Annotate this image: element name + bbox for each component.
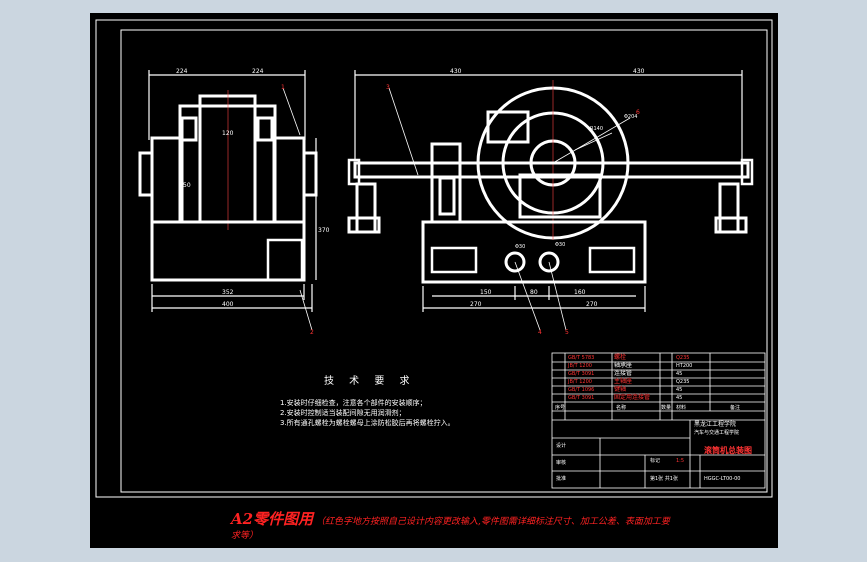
label-seq: 序号 bbox=[555, 405, 566, 411]
part-name-5: 键轴 bbox=[614, 386, 627, 393]
dim-right-top-2: 430 bbox=[633, 68, 645, 75]
dim-left-inner: 120 bbox=[222, 130, 234, 137]
school: 黑龙江工程学院 bbox=[694, 421, 737, 428]
dim-left-top-2: 224 bbox=[252, 68, 264, 75]
balloon-6: 6 bbox=[636, 109, 640, 116]
dept: 汽车与交通工程学院 bbox=[694, 430, 740, 436]
scale: 1:5 bbox=[676, 458, 685, 464]
dim-right-d2: Φ30 bbox=[555, 242, 565, 248]
label-mark: 标记 bbox=[650, 458, 661, 464]
part-name-1: 螺栓 bbox=[614, 354, 627, 361]
inner-frame bbox=[120, 29, 768, 493]
dim-right-bottom-total-r: 270 bbox=[586, 301, 598, 308]
part-code-4: JB/T 1200 bbox=[568, 379, 592, 385]
label-name: 名称 bbox=[616, 405, 627, 411]
label-check: 审核 bbox=[556, 460, 567, 466]
label-design: 设计 bbox=[556, 443, 567, 449]
part-mat-4: Q235 bbox=[676, 379, 690, 385]
part-mat-5: 45 bbox=[676, 387, 683, 393]
part-name-6: 固定用连接管 bbox=[614, 394, 651, 401]
caption-text: （红色字地方按照自己设计内容更改输入,零件图需详细标注尺寸、加工公差、表面加工要… bbox=[231, 517, 670, 541]
balloon-2: 2 bbox=[310, 329, 314, 336]
dim-right-d1: Φ30 bbox=[515, 244, 525, 250]
dim-right-bottom-a: 150 bbox=[480, 289, 492, 296]
balloon-1: 1 bbox=[281, 84, 285, 91]
part-code-2: JB/T 1200 bbox=[568, 363, 592, 369]
part-code-6: GB/T 3091 bbox=[568, 395, 595, 401]
part-code-5: GB/T 1096 bbox=[568, 387, 595, 393]
label-qty: 数量 bbox=[661, 405, 672, 411]
part-name-4: 主轴座 bbox=[614, 378, 633, 385]
balloon-5: 5 bbox=[565, 329, 569, 336]
dim-right-bottom-b: 80 bbox=[530, 289, 538, 296]
part-mat-6: 45 bbox=[676, 395, 683, 401]
part-code-3: GB/T 3091 bbox=[568, 371, 595, 377]
balloon-3: 3 bbox=[386, 84, 390, 91]
sheet: 第1张 共1张 bbox=[650, 476, 678, 482]
caption-title: A2零件图用 bbox=[231, 510, 314, 528]
tech-requirements-title: 技 术 要 求 bbox=[324, 376, 416, 387]
part-mat-2: HT200 bbox=[676, 363, 693, 369]
tech-line-2: 2.安装时控制适当装配间隙无用润滑剂； bbox=[280, 409, 406, 417]
part-mat-1: Q235 bbox=[676, 355, 690, 361]
balloon-4: 4 bbox=[538, 329, 542, 336]
dim-left-side: 370 bbox=[318, 227, 330, 234]
label-approve: 批准 bbox=[556, 476, 567, 482]
part-code-1: GB/T 5783 bbox=[568, 355, 595, 361]
label-note: 备注 bbox=[730, 405, 741, 411]
left-view bbox=[138, 70, 318, 331]
dim-right-bottom-total-l: 270 bbox=[470, 301, 482, 308]
part-name-3: 连接管 bbox=[614, 370, 633, 377]
outer-frame bbox=[95, 19, 773, 498]
dim-right-bottom-c: 160 bbox=[574, 289, 586, 296]
title-block bbox=[551, 352, 766, 489]
dim-left-inner-2: 50 bbox=[183, 182, 191, 189]
drawing-title: 滚筒机总装图 bbox=[704, 446, 752, 455]
part-name-2: 轴承座 bbox=[614, 362, 633, 369]
caption: A2零件图用 （红色字地方按照自己设计内容更改输入,零件图需详细标注尺寸、加工公… bbox=[231, 512, 671, 543]
dim-left-bottom-2: 400 bbox=[222, 301, 234, 308]
tech-line-1: 1.安装时仔细检查，注意各个部件的安装顺序； bbox=[280, 399, 427, 407]
right-view bbox=[347, 70, 754, 331]
dim-right-r1: R140 bbox=[590, 126, 603, 132]
drawing-code: HGGC-LT00-00 bbox=[704, 476, 741, 482]
dim-right-top-1: 430 bbox=[450, 68, 462, 75]
dim-left-top-1: 224 bbox=[176, 68, 188, 75]
tech-line-3: 3.所有通孔螺栓为螺栓螺母上涂防松胶后再将螺栓拧入。 bbox=[280, 419, 455, 427]
dim-right-r2: Φ204 bbox=[624, 114, 637, 120]
label-mat: 材料 bbox=[676, 405, 687, 411]
dim-left-bottom-1: 352 bbox=[222, 289, 234, 296]
part-mat-3: 45 bbox=[676, 371, 683, 377]
